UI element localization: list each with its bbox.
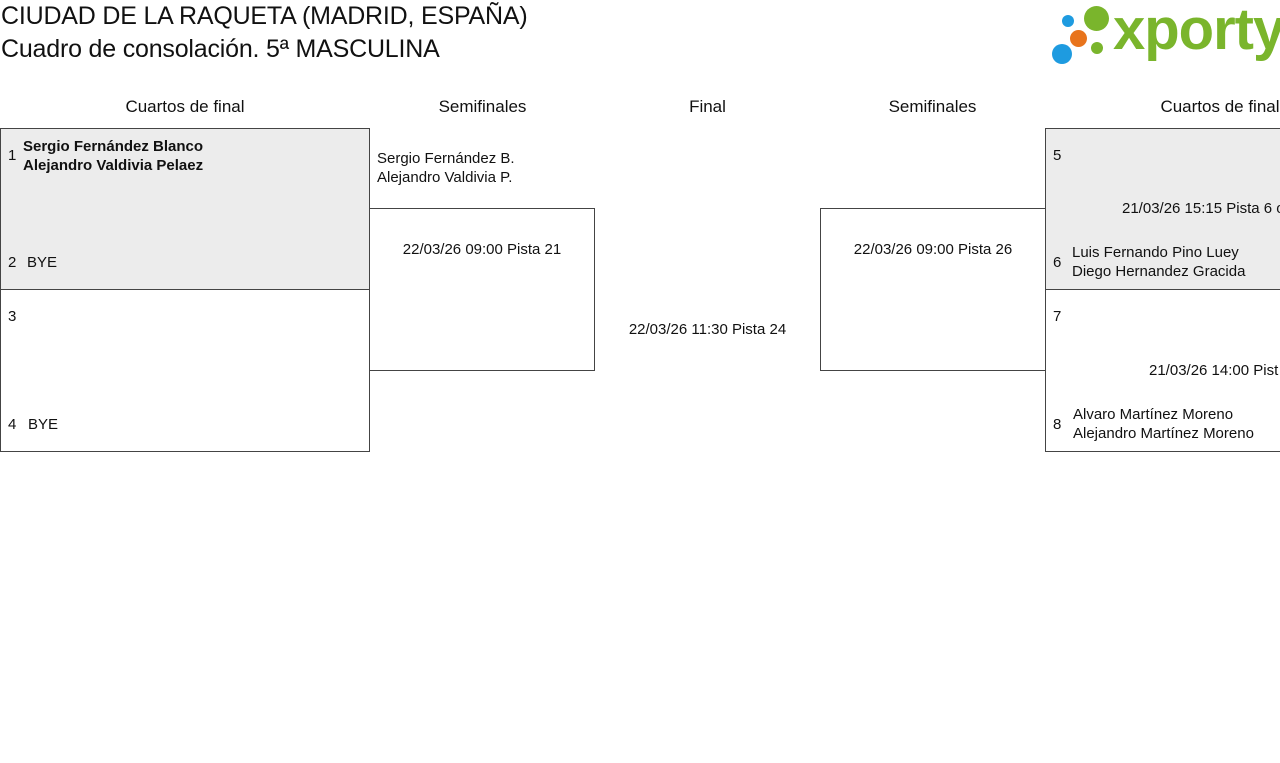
logo-dot-blue-small [1062, 15, 1074, 27]
seed-number: 5 [1053, 147, 1062, 164]
seed-number: 7 [1053, 308, 1062, 325]
seed-number: 4 [8, 416, 17, 433]
right-qf-match-1[interactable]: 5 21/03/26 15:15 Pista 6 o 6 Luis Fernan… [1045, 128, 1280, 290]
player-name[interactable]: Sergio Fernández B. [377, 150, 515, 167]
seed-number: 3 [8, 308, 17, 325]
match-schedule: 22/03/26 09:00 Pista 26 [853, 241, 1013, 258]
match-schedule: 21/03/26 14:00 Pist [1149, 362, 1279, 379]
logo-dot-green-large [1084, 6, 1109, 31]
round-header-left-quarterfinals: Cuartos de final [125, 97, 245, 116]
final-match-schedule[interactable]: 22/03/26 11:30 Pista 24 [628, 321, 787, 338]
seed-number: 6 [1053, 254, 1062, 271]
logo-wordmark: xporty [1113, 0, 1280, 62]
player-name[interactable]: Sergio Fernández Blanco [23, 138, 204, 155]
player-name[interactable]: Alvaro Martínez Moreno [1073, 406, 1234, 423]
seed-number: 1 [8, 147, 17, 164]
right-qf-match-2[interactable]: 7 21/03/26 14:00 Pist 8 Alvaro Martínez … [1045, 289, 1280, 452]
round-header-left-semifinals: Semifinales [438, 97, 527, 116]
left-qf-match-1[interactable]: 1 Sergio Fernández Blanco Alejandro Vald… [0, 128, 370, 290]
logo-dot-orange [1070, 30, 1087, 47]
tournament-title: CIUDAD DE LA RAQUETA (MADRID, ESPAÑA) [1, 2, 528, 30]
right-sf-match[interactable]: 22/03/26 09:00 Pista 26 [820, 208, 1046, 371]
bye-label: BYE [27, 254, 58, 271]
match-schedule: 22/03/26 09:00 Pista 21 [402, 241, 562, 258]
logo-dot-green-small [1091, 42, 1103, 54]
player-name[interactable]: Diego Hernandez Gracida [1072, 263, 1246, 280]
xporty-logo[interactable]: xporty [1050, 0, 1280, 68]
seed-number: 8 [1053, 416, 1062, 433]
player-name[interactable]: Luis Fernando Pino Luey [1072, 244, 1239, 261]
seed-number: 2 [8, 254, 17, 271]
player-name[interactable]: Alejandro Martínez Moreno [1073, 425, 1254, 442]
match-schedule: 21/03/26 15:15 Pista 6 o [1122, 200, 1280, 217]
player-name[interactable]: Alejandro Valdivia P. [377, 169, 513, 186]
left-sf-match[interactable]: 22/03/26 09:00 Pista 21 [369, 208, 595, 371]
round-header-right-quarterfinals: Cuartos de final [1160, 97, 1280, 116]
round-header-final: Final [689, 97, 726, 116]
draw-subtitle: Cuadro de consolación. 5ª MASCULINA [1, 35, 440, 63]
left-qf-match-2[interactable]: 3 4 BYE [0, 289, 370, 452]
bye-label: BYE [28, 416, 59, 433]
player-name[interactable]: Alejandro Valdivia Pelaez [23, 157, 204, 174]
round-header-right-semifinals: Semifinales [888, 97, 977, 116]
logo-dot-blue-large [1052, 44, 1072, 64]
